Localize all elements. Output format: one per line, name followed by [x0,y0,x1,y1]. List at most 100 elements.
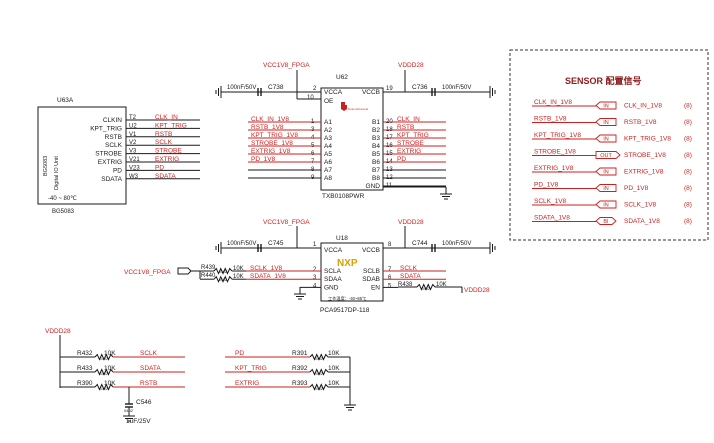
resistor-icon [213,275,233,283]
sensor-row-net: KPT_TRIG_1V8 [534,132,581,139]
u18-pin-number: 7 [388,267,392,273]
u18-pin-number: 8 [388,242,392,248]
sensor-row-label: PD_1V8 [624,185,649,192]
u63a-pin-name: PD [113,167,122,174]
u63a-body-text: Digital IO Unit [54,156,60,190]
u18-part: PCA9517DP-118 [320,307,370,314]
sensor-port-in-icon [595,184,617,192]
u62-cap-left-value: 100nF/50V [227,85,256,91]
u18-body [320,242,384,302]
u62-a-net-label: STROBE_1V8 [251,140,293,147]
resistor-icon [94,368,114,376]
sensor-row-sheet: (8) [684,202,692,209]
pulldown-ref: R393 [292,380,308,387]
pulldown-pkg: 0402 [315,357,323,361]
u62-b-pin-name: B8 [372,175,380,182]
sensor-port-dir: IN [603,104,609,110]
pullup-ref: R432 [77,350,93,357]
pullup-net-label: RSTB [140,380,157,387]
resistor-icon [416,283,436,291]
ti-logo-text: Texas Instruments [348,108,369,111]
pullup-pkg: 0402 [100,372,108,376]
sensor-row-sheet: (8) [684,152,692,159]
u63a-net-label: STROBE [155,148,182,155]
u62-b-pin-name: B6 [372,159,380,166]
sensor-row-label: KPT_TRIG_1V8 [624,136,671,143]
resistor-icon [94,383,114,391]
sensor-row-label: SCLK_1V8 [624,202,657,209]
u63a-temp: -40 ~ 80℃ [48,196,77,202]
pullup-value: 10K [104,380,116,387]
u63a-pin-number: V2 [129,140,137,146]
u18-pin-number: 2 [313,267,317,273]
sensor-port-bi-icon [595,217,617,225]
pulldown-ref: R392 [292,365,308,372]
pullup-pkg: 0402 [100,387,108,391]
sensor-row-sheet: (8) [684,136,692,143]
u62-vcca-label: VCCA [324,89,343,96]
u18-pin-number: 1 [313,242,317,248]
u18-vcca-net: VCC1V8_FPGA [263,219,310,226]
u62-a-net-label: KPT_TRIG_1V8 [251,132,298,139]
pullup-ref: R390 [77,380,93,387]
u63a-pin-number: T2 [129,115,137,121]
sensor-row-net: PD_1V8 [534,182,559,189]
sensor-row-net: SDATA_1V8 [534,215,570,222]
pulldown-net-label: KPT_TRIG [235,365,267,372]
u18-right-pin-name: SCLB [363,268,380,275]
sensor-row-net: RSTB_1V8 [534,116,567,123]
u62-a-pin-name: A4 [324,143,332,150]
u63a-pin-name: STROBE [95,151,122,158]
pulldown-net-label: EXTRIG [235,380,259,387]
u62-pin-number: 19 [386,86,393,92]
pulldown-value: 10K [328,365,340,372]
sensor-port-dir: BI [603,219,609,225]
c546-value: 1uF/25V [126,418,151,425]
u18-pin-number: 5 [388,283,392,289]
u18-resistor-value: 10K [436,282,447,288]
u62-vcca-net: VCC1V8_FPGA [263,62,310,69]
pulldown-value: 10K [328,350,340,357]
u63a-pin-number: U2 [129,123,137,129]
u62-a-pin-name: A1 [324,119,332,126]
sensor-port-dir: IN [603,203,609,209]
u63a-pin-name: EXTRIG [98,159,122,166]
u62-b-net-label: EXTRIG [397,148,421,155]
u18-right-pin-name: EN [371,284,380,291]
u62-a-net-label: PD_1V8 [251,156,276,163]
pullup-ref: R433 [77,365,93,372]
u63a-net-label: SDATA [155,173,176,180]
u18-pin-number: 3 [313,275,317,281]
resistor-icon [213,267,233,275]
u62-cap-left-ref: C738 [268,84,284,91]
u62-cap-right-ref: C736 [412,84,428,91]
pullups-net: VDDD28 [45,328,71,335]
u63a-pin-name: RSTB [105,134,122,141]
u18-vccb-net: VDDD28 [398,219,424,226]
u18-temp: 工作温度：-40~85℃ [328,295,366,302]
sensor-port-in-icon [595,167,617,176]
sensor-port-dir: IN [603,170,609,176]
sensor-port-dir: IN [603,137,609,143]
pullup-net-label: SCLK [140,350,158,357]
nxp-logo-icon: NXP [337,258,358,269]
u62-b-pin-name: B5 [372,151,380,158]
pulldown-net-label: PD [235,350,244,357]
sensor-title: SENSOR 配置信号 [565,75,642,86]
pulldown-pkg: 0402 [315,387,323,391]
u18-vcca-label: VCCA [324,247,343,254]
u62-part: TXB0108PWR [322,193,365,200]
u63a-net-label: RSTB [155,131,172,138]
u63a-pin-name: SDATA [101,176,122,183]
u62-a-pin-name: A2 [324,127,332,134]
u63a-pin-name: CLKIN [103,117,122,124]
u63a-pin-number: V1 [129,132,137,138]
u18-cap-right-ref: C744 [412,240,428,247]
u18-resistor-pkg: 0402 [219,278,227,282]
u62-b-pin-name: B3 [372,135,380,142]
u62-b-net-label: RSTB [397,124,414,131]
u62-a-pin-name: A6 [324,159,332,166]
u62-b-net-label: PD [397,156,406,163]
u62-b-pin-name: B4 [372,143,380,150]
resistor-icon [94,353,114,361]
